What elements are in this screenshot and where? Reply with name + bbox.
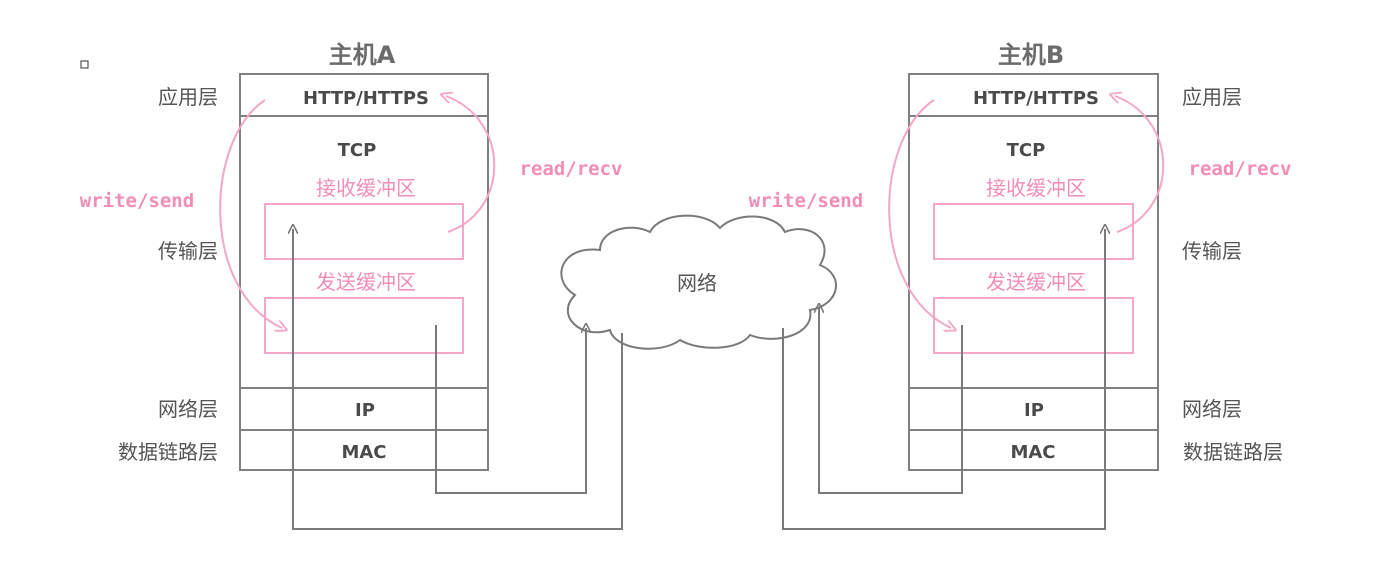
host-b-transport-protocol: TCP	[1007, 140, 1046, 161]
host-b-datalink-layer-label: 数据链路层	[1183, 440, 1283, 464]
host-b-stack-box	[908, 73, 1159, 471]
host-b-read-recv-label: read/recv	[1189, 158, 1292, 180]
host-b-app-protocol: HTTP/HTTPS	[973, 88, 1099, 109]
host-a-send-path	[435, 325, 586, 494]
host-a-write-arrow	[219, 99, 282, 328]
host-b-recv-buffer	[933, 203, 1134, 260]
host-a-app-layer-label: 应用层	[158, 85, 218, 109]
host-b-send-buffer	[933, 297, 1134, 354]
host-b-send-path	[819, 308, 963, 494]
host-b-recv-path	[782, 229, 1105, 530]
host-b-network-protocol: IP	[1024, 400, 1044, 421]
host-a-network-layer-label: 网络层	[158, 397, 218, 421]
host-a-datalink-protocol: MAC	[341, 442, 386, 463]
network-label: 网络	[677, 271, 717, 295]
host-b-write-send-label: write/send	[749, 190, 863, 212]
host-a: 主机A 应用层 传输层 网络层 数据链路层 HTTP/HTTPS TCP IP …	[80, 41, 623, 471]
host-b-network-layer-label: 网络层	[1182, 397, 1242, 421]
host-a-app-protocol: HTTP/HTTPS	[303, 88, 429, 109]
host-a-recv-path	[293, 229, 623, 530]
host-a-stack-box	[239, 73, 489, 471]
host-b-transport-layer-label: 传输层	[1182, 239, 1242, 263]
host-b: 主机B 应用层 传输层 网络层 数据链路层 HTTP/HTTPS TCP IP …	[749, 41, 1292, 471]
host-b-write-arrow	[888, 99, 951, 328]
corner-marker-icon	[80, 60, 89, 69]
host-a-transport-layer-label: 传输层	[158, 239, 218, 263]
host-a-transport-protocol: TCP	[338, 140, 377, 161]
host-b-datalink-protocol: MAC	[1010, 442, 1055, 463]
host-a-recv-buffer	[264, 203, 464, 260]
host-b-app-layer-label: 应用层	[1182, 85, 1242, 109]
host-a-send-buffer	[264, 297, 464, 354]
cloud-shape	[560, 214, 837, 350]
host-b-send-buffer-label: 发送缓冲区	[986, 270, 1086, 294]
host-b-recv-buffer-label: 接收缓冲区	[986, 176, 1086, 200]
host-a-title: 主机A	[329, 41, 396, 69]
host-a-network-protocol: IP	[355, 400, 375, 421]
host-a-read-recv-label: read/recv	[520, 158, 623, 180]
network-cloud: 网络	[560, 214, 837, 350]
host-a-recv-buffer-label: 接收缓冲区	[316, 176, 416, 200]
host-a-write-send-label: write/send	[80, 190, 194, 212]
host-b-title: 主机B	[998, 41, 1064, 69]
host-a-datalink-layer-label: 数据链路层	[118, 440, 218, 464]
host-a-read-arrow	[446, 96, 496, 233]
host-b-read-arrow	[1115, 96, 1165, 233]
host-a-send-buffer-label: 发送缓冲区	[316, 270, 416, 294]
